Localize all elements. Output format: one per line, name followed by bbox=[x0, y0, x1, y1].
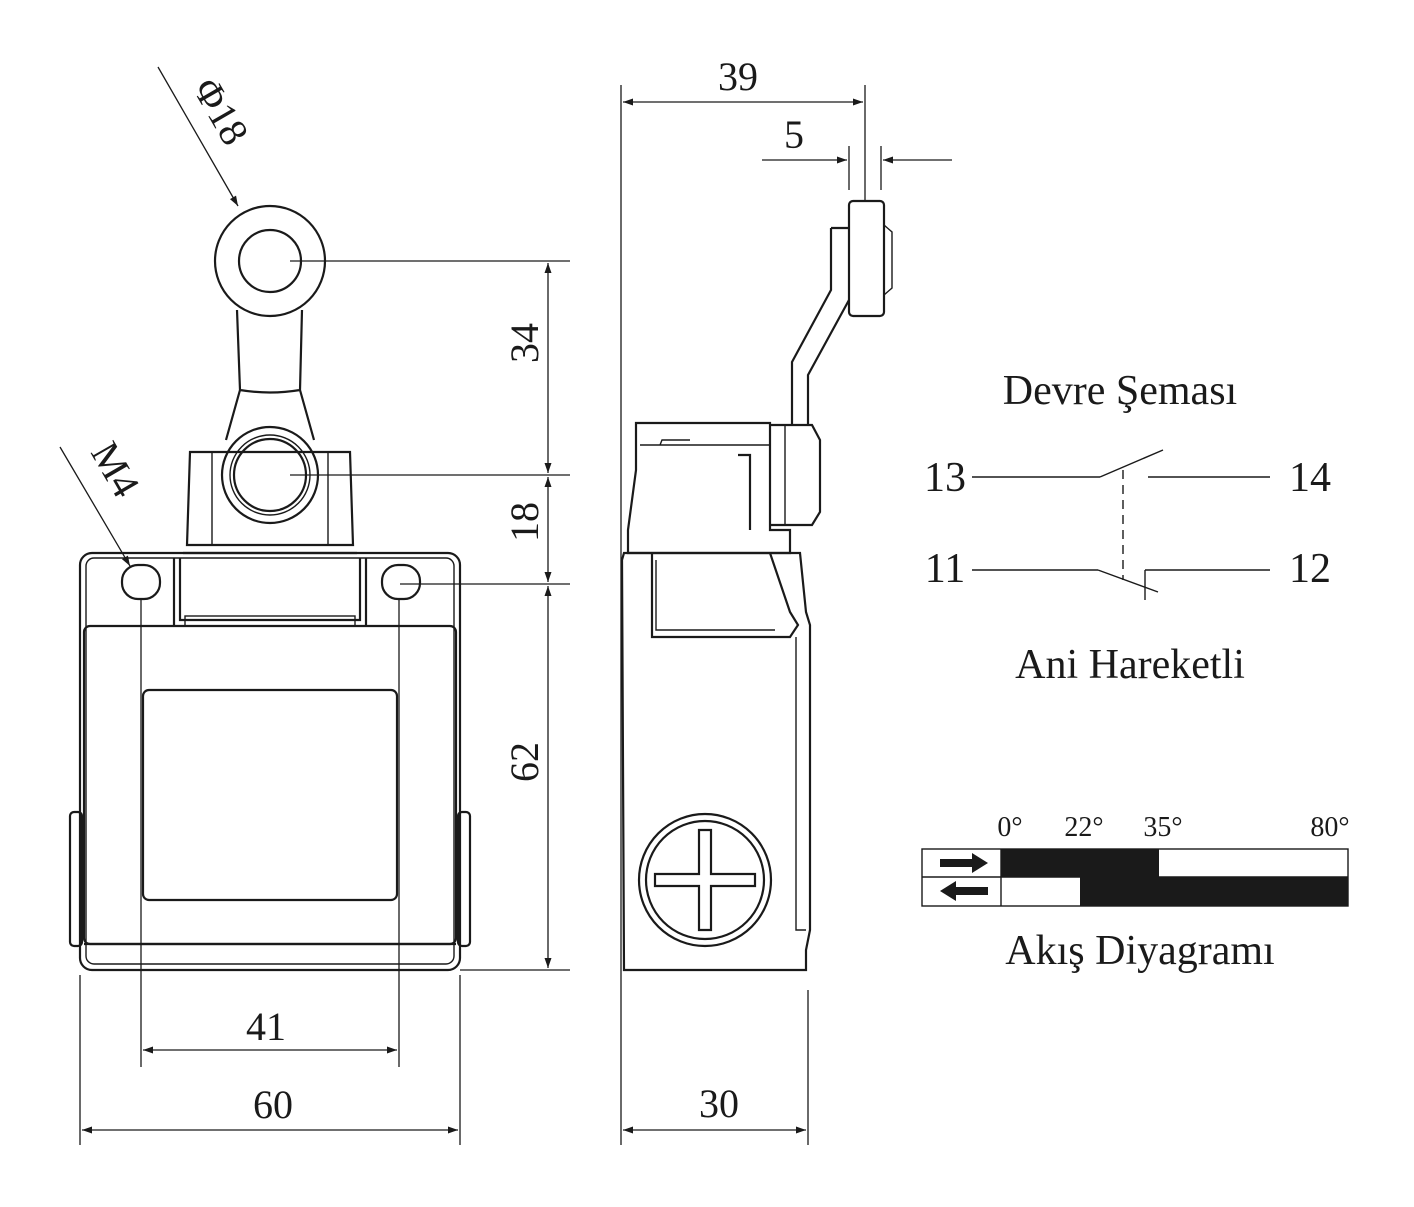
circuit-title: Devre Şeması bbox=[1003, 368, 1237, 414]
angle-0: 0° bbox=[997, 812, 1022, 843]
terminal-14: 14 bbox=[1289, 455, 1331, 501]
terminal-13: 13 bbox=[924, 455, 966, 501]
side-view bbox=[620, 199, 893, 972]
front-dimensions bbox=[59, 66, 570, 1145]
angle-22: 22° bbox=[1064, 812, 1103, 843]
circuit-diagram bbox=[972, 449, 1270, 600]
front-view bbox=[68, 204, 472, 972]
flow-bar-row2 bbox=[1080, 877, 1348, 906]
terminal-11: 11 bbox=[925, 546, 965, 592]
arrow-left-icon bbox=[940, 881, 988, 901]
dim-34: 34 bbox=[502, 323, 547, 363]
flow-diagram bbox=[921, 848, 1349, 907]
dim-18: 18 bbox=[502, 502, 547, 542]
dim-62: 62 bbox=[502, 742, 547, 782]
terminal-12: 12 bbox=[1289, 546, 1331, 592]
angle-80: 80° bbox=[1310, 812, 1349, 843]
dim-60: 60 bbox=[253, 1082, 293, 1127]
thread-label: M4 bbox=[82, 434, 149, 505]
flow-bar-row1 bbox=[1001, 849, 1159, 877]
arrow-right-icon bbox=[940, 853, 988, 873]
circuit-subtitle: Ani Hareketli bbox=[1015, 642, 1245, 688]
dim-41: 41 bbox=[246, 1004, 286, 1049]
dim-39: 39 bbox=[718, 54, 758, 99]
angle-35: 35° bbox=[1143, 812, 1182, 843]
flow-title: Akış Diyagramı bbox=[1005, 928, 1274, 974]
diameter-label: Φ18 bbox=[184, 70, 258, 152]
dim-5: 5 bbox=[784, 112, 804, 157]
side-dimensions bbox=[620, 85, 952, 1145]
dim-30: 30 bbox=[699, 1081, 739, 1126]
